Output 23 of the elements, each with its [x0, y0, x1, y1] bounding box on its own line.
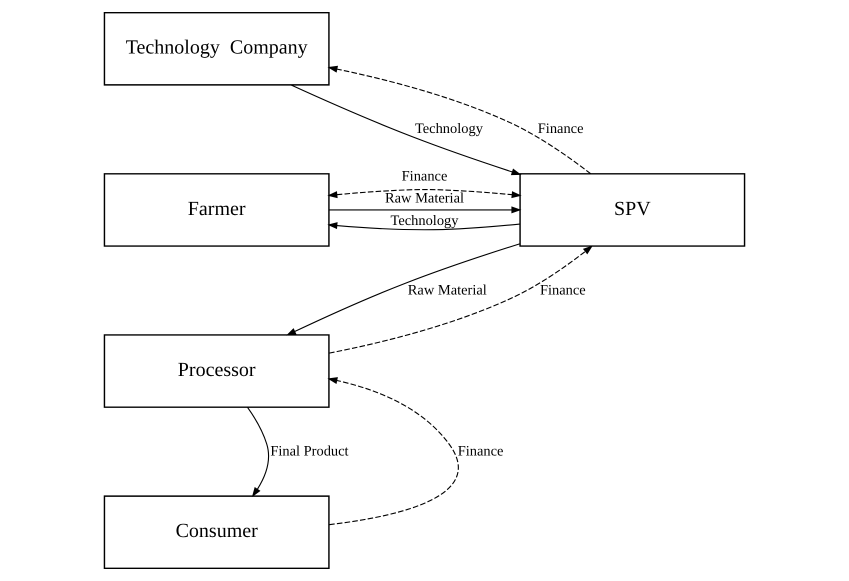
edge-label: Technology [390, 212, 458, 229]
arrow [327, 377, 459, 526]
arrow [329, 245, 593, 354]
arrow [327, 188, 522, 198]
node-box: SPV [519, 173, 746, 247]
arrow [247, 407, 270, 498]
edge-label: Raw Material [408, 282, 487, 298]
edge-label: Final Product [270, 443, 349, 460]
arrow [329, 206, 522, 214]
node-box: Processor [104, 334, 330, 408]
arrow [327, 222, 520, 230]
arrow [286, 243, 520, 336]
arrow [328, 66, 591, 174]
edge-label: Technology [414, 121, 483, 138]
edge-label: Finance [540, 282, 586, 298]
node-box: Technology Company [104, 12, 330, 86]
arrow [290, 84, 522, 176]
edge-label: Finance [402, 168, 448, 184]
node-box: Farmer [104, 173, 330, 247]
node-box: Consumer [104, 495, 330, 570]
edge-label: Finance [458, 443, 504, 460]
edge-label: Finance [538, 121, 584, 138]
edge-label: Raw Material [385, 190, 464, 207]
